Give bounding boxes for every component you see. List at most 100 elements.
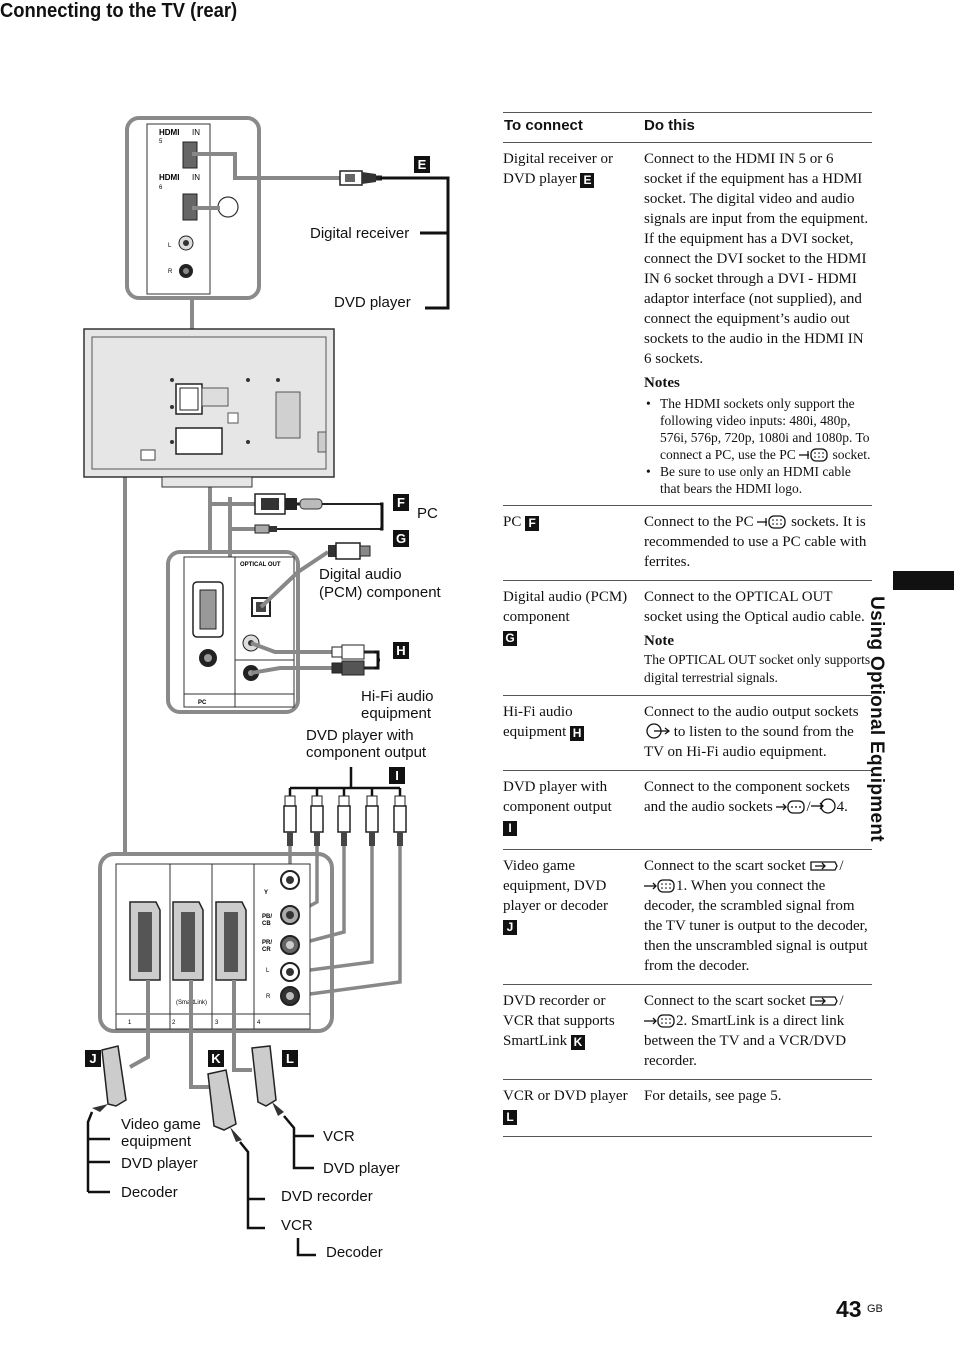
- table-row: Digital receiver or DVD player E Connect…: [503, 143, 872, 506]
- label-video-game-2: equipment: [121, 1133, 192, 1150]
- connection-table: To connect Do this Digital receiver or D…: [503, 112, 872, 1137]
- label-hifi-equipment: equipment: [361, 705, 432, 722]
- row-tag: I: [503, 821, 517, 836]
- label-dvd-component-1: DVD player with: [306, 727, 414, 744]
- hdmi-plug: [339, 170, 382, 186]
- audio-out-icon: [646, 723, 670, 739]
- label-dvd-component-2: component output: [306, 744, 427, 761]
- svg-text:IN: IN: [192, 128, 200, 137]
- svg-text:PB/: PB/: [262, 914, 272, 920]
- component-socket-icon: [776, 800, 806, 814]
- side-tab-title: Using Optional Equipment: [866, 596, 887, 842]
- row-instructions: Connect to the audio output sockets to l…: [644, 704, 859, 760]
- table-row: Video game equipment, DVD player or deco…: [503, 850, 872, 985]
- svg-text:PR/: PR/: [262, 940, 272, 946]
- row-instructions: Connect to the PC sockets. It is recomme…: [644, 514, 867, 570]
- component-plugs: [283, 795, 407, 846]
- row-device: VCR or DVD player L: [503, 1088, 628, 1125]
- row-device: Hi-Fi audio equipment H: [503, 702, 631, 742]
- label-dvd-recorder-k: DVD recorder: [281, 1188, 373, 1205]
- note-item: The HDMI sockets only support the follow…: [644, 395, 872, 463]
- row-tag: F: [525, 516, 540, 531]
- row-tag: J: [503, 920, 517, 935]
- row-tag: E: [580, 173, 595, 188]
- svg-text:HDMI: HDMI: [159, 128, 179, 137]
- hifi-plugs: [331, 644, 374, 676]
- svg-text:L: L: [266, 968, 270, 974]
- side-tab-marker: [893, 571, 954, 590]
- tv-rear-body: [83, 328, 335, 488]
- pc-optical-inset-frame: [166, 550, 300, 714]
- row-instructions: For details, see page 5.: [644, 1088, 782, 1104]
- table-row: VCR or DVD player L For details, see pag…: [503, 1080, 872, 1137]
- note-item: Be sure to use only an HDMI cable that b…: [644, 463, 872, 497]
- section-heading: Connecting to the TV (rear): [0, 0, 238, 22]
- svg-text:PC: PC: [198, 700, 207, 706]
- pc-optical-panel: OPTICAL OUT PC: [183, 556, 295, 708]
- svg-text:Y: Y: [264, 890, 268, 896]
- table-row: DVD recorder or VCR that supports SmartL…: [503, 985, 872, 1080]
- page-number: 43: [836, 1296, 862, 1322]
- table-header: To connect Do this: [503, 112, 872, 143]
- scart-plug-k: [207, 1069, 242, 1142]
- svg-text:L: L: [168, 243, 172, 249]
- label-dvd-player-j: DVD player: [121, 1155, 198, 1172]
- row-tag: G: [503, 631, 517, 646]
- svg-text:HDMI: HDMI: [159, 173, 179, 182]
- tag-k: K: [208, 1050, 224, 1067]
- row-device: PC F: [503, 512, 631, 532]
- table-row: PC F Connect to the PC sockets. It is re…: [503, 506, 872, 581]
- svg-text:IN: IN: [192, 173, 200, 182]
- scart-inset-frame: [98, 852, 334, 1033]
- row-instructions: Connect to the scart socket /2. SmartLin…: [644, 993, 847, 1069]
- rear-connection-diagram: HDMI IN 5 HDMI IN 6 L R: [80, 112, 480, 1272]
- row-tag: L: [503, 1110, 517, 1125]
- scart-plug-j: [92, 1045, 127, 1112]
- label-vcr-k: VCR: [281, 1217, 313, 1234]
- svg-text:2: 2: [172, 1020, 176, 1026]
- label-pc: PC: [417, 505, 438, 522]
- label-hifi: Hi-Fi audio: [361, 688, 434, 705]
- row-instructions: Connect to the OPTICAL OUT socket using …: [644, 589, 871, 685]
- scart-io-icon: [810, 996, 839, 1006]
- tag-h: H: [393, 642, 409, 659]
- tag-g: G: [393, 530, 409, 547]
- scart-socket-icon: [644, 879, 675, 893]
- tag-i: I: [389, 767, 405, 784]
- label-video-game-1: Video game: [121, 1116, 201, 1133]
- row-device: Video game equipment, DVD player or deco…: [503, 858, 608, 935]
- tag-j: J: [85, 1050, 101, 1067]
- diagram-drawing: HDMI IN 5 HDMI IN 6 L R: [83, 116, 450, 1257]
- svg-text:R: R: [168, 269, 173, 275]
- scart-panel: Y PB/ CB PR/ CR L R (SmartLink) 1 2 3 4: [115, 863, 311, 1030]
- svg-text:CR: CR: [262, 947, 271, 953]
- col-header-do-this: Do this: [644, 117, 695, 134]
- svg-text:4: 4: [257, 1020, 261, 1026]
- row-tag: H: [570, 726, 585, 741]
- pc-socket-icon: [757, 515, 786, 529]
- optical-plug: [328, 542, 371, 560]
- audio-in-icon: [810, 798, 836, 814]
- row-tag: K: [570, 1035, 585, 1050]
- label-decoder-j: Decoder: [121, 1184, 178, 1201]
- row-device: DVD recorder or VCR that supports SmartL…: [503, 993, 615, 1050]
- row-instructions: Connect to the scart socket /1. When you…: [644, 858, 868, 974]
- tag-e: E: [414, 156, 430, 173]
- label-dvd-player-top: DVD player: [334, 294, 411, 311]
- row-instructions: Connect to the component sockets and the…: [644, 779, 850, 815]
- pc-vga-plug: [254, 493, 380, 515]
- svg-text:R: R: [266, 994, 271, 1000]
- label-decoder-k: Decoder: [326, 1244, 383, 1261]
- tag-l: L: [282, 1050, 298, 1067]
- row-device: Digital receiver or DVD player E: [503, 151, 613, 188]
- label-digital-audio: Digital audio: [319, 566, 402, 583]
- table-row: Hi-Fi audio equipment H Connect to the a…: [503, 696, 872, 771]
- scart-socket-icon: [644, 1014, 675, 1028]
- svg-text:5: 5: [159, 139, 163, 145]
- col-header-to-connect: To connect: [504, 117, 583, 134]
- scart-io-icon: [810, 861, 839, 871]
